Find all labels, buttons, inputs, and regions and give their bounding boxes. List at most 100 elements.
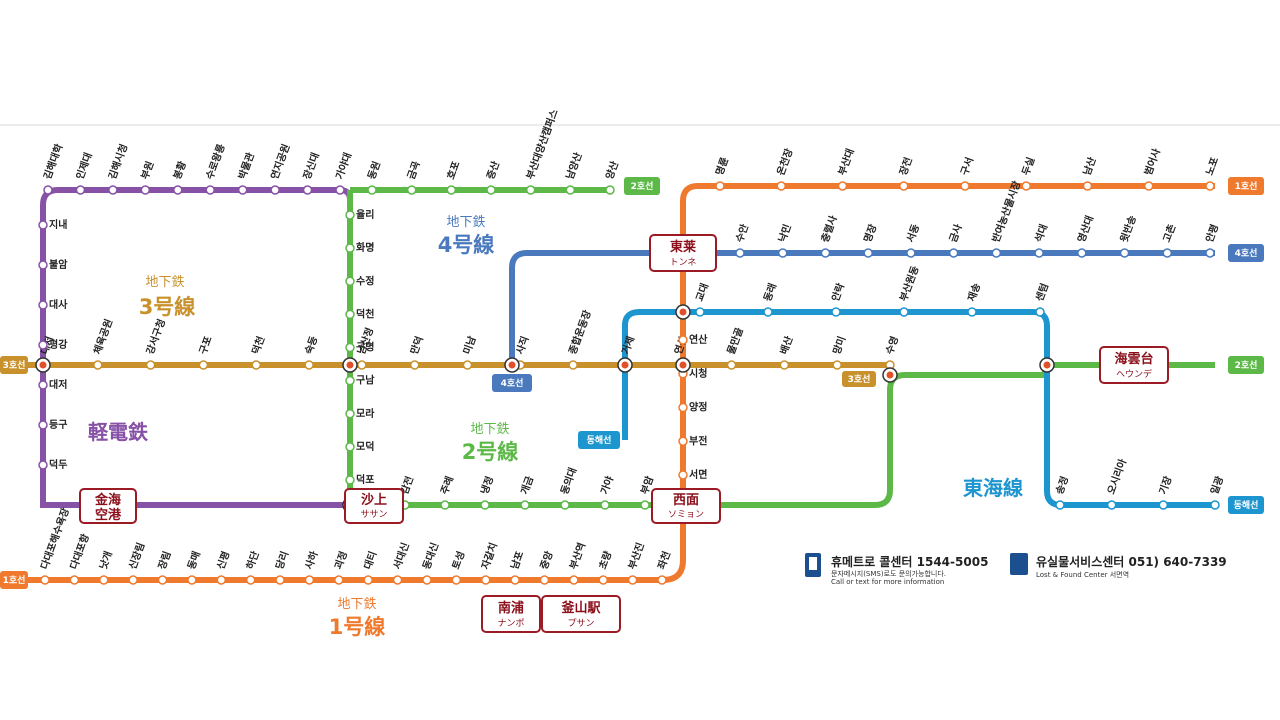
station-dot[interactable] xyxy=(820,248,831,258)
station-dot[interactable] xyxy=(345,475,355,485)
station-dot[interactable] xyxy=(108,185,118,195)
station-dot[interactable] xyxy=(1077,248,1087,258)
station-dot[interactable] xyxy=(678,470,688,480)
station-dot[interactable] xyxy=(93,360,103,370)
station-dot[interactable] xyxy=(899,181,909,191)
station-dot[interactable] xyxy=(451,575,462,585)
station-dot[interactable] xyxy=(345,309,355,320)
station-dot[interactable] xyxy=(38,260,48,270)
station-dot[interactable] xyxy=(560,500,570,510)
station-dot[interactable] xyxy=(735,248,745,258)
station-dot[interactable] xyxy=(38,340,48,350)
station-dot[interactable] xyxy=(1158,500,1169,510)
station-dot[interactable] xyxy=(1082,181,1093,191)
station-dot[interactable] xyxy=(960,181,970,191)
station-dot[interactable] xyxy=(335,185,345,195)
station-dot[interactable] xyxy=(657,575,667,585)
station-dot[interactable] xyxy=(837,181,848,191)
station-dot[interactable] xyxy=(1119,248,1130,258)
station-dot[interactable] xyxy=(1021,181,1031,191)
station-dot[interactable] xyxy=(345,342,355,353)
station-dot[interactable] xyxy=(510,575,520,585)
station-dot[interactable] xyxy=(525,185,536,195)
station-dot[interactable] xyxy=(1035,307,1045,317)
station-dot[interactable] xyxy=(345,210,355,220)
station-dot[interactable] xyxy=(334,575,344,585)
station-dot[interactable] xyxy=(38,220,48,230)
station-dot[interactable] xyxy=(539,575,550,585)
station-dot[interactable] xyxy=(173,185,183,195)
station-dot[interactable] xyxy=(40,575,50,585)
station-dot[interactable] xyxy=(831,307,841,317)
station-dot[interactable] xyxy=(1106,500,1117,510)
station-dot[interactable] xyxy=(38,460,48,470)
station-dot[interactable] xyxy=(345,375,355,386)
station-dot[interactable] xyxy=(569,575,579,585)
station-dot[interactable] xyxy=(678,402,688,413)
station-dot[interactable] xyxy=(345,442,355,452)
station-dot[interactable] xyxy=(409,360,420,370)
station-dot[interactable] xyxy=(38,380,48,390)
station-dot[interactable] xyxy=(38,420,48,430)
station-dot[interactable] xyxy=(906,248,916,258)
station-dot[interactable] xyxy=(345,409,355,419)
station-dot[interactable] xyxy=(777,248,788,258)
station-dot[interactable] xyxy=(1144,181,1154,191)
station-dot[interactable] xyxy=(991,248,1002,258)
station-dot[interactable] xyxy=(568,360,578,370)
station-dot[interactable] xyxy=(275,575,285,585)
station-dot[interactable] xyxy=(440,500,450,510)
station-dot[interactable] xyxy=(1034,248,1044,258)
station-dot[interactable] xyxy=(480,500,490,510)
station-dot[interactable] xyxy=(1162,248,1173,258)
station-dot[interactable] xyxy=(145,360,156,370)
station-dot[interactable] xyxy=(198,360,209,370)
station-dot[interactable] xyxy=(779,360,790,370)
station-dot[interactable] xyxy=(627,575,638,585)
station-dot[interactable] xyxy=(1205,181,1215,191)
station-dot[interactable] xyxy=(357,360,367,370)
station-dot[interactable] xyxy=(605,185,615,195)
station-dot[interactable] xyxy=(832,360,842,370)
station-dot[interactable] xyxy=(245,575,256,585)
station-dot[interactable] xyxy=(598,575,608,585)
station-dot[interactable] xyxy=(367,185,377,195)
station-dot[interactable] xyxy=(251,360,261,370)
station-dot[interactable] xyxy=(43,185,53,195)
station-dot[interactable] xyxy=(1055,500,1065,510)
station-dot[interactable] xyxy=(187,575,197,585)
station-dot[interactable] xyxy=(462,360,473,370)
station-dot[interactable] xyxy=(99,575,109,585)
station-dot[interactable] xyxy=(967,307,977,317)
station-dot[interactable] xyxy=(75,185,86,195)
station-dot[interactable] xyxy=(715,181,725,191)
station-dot[interactable] xyxy=(776,181,786,191)
station-dot[interactable] xyxy=(899,307,909,317)
station-dot[interactable] xyxy=(128,575,138,585)
station-dot[interactable] xyxy=(38,300,48,310)
station-dot[interactable] xyxy=(270,185,280,195)
station-dot[interactable] xyxy=(422,575,432,585)
station-dot[interactable] xyxy=(363,575,373,585)
station-dot[interactable] xyxy=(565,185,576,195)
station-dot[interactable] xyxy=(678,335,688,345)
station-dot[interactable] xyxy=(486,185,496,195)
station-dot[interactable] xyxy=(302,185,313,195)
station-dot[interactable] xyxy=(1205,248,1215,258)
station-dot[interactable] xyxy=(520,500,530,510)
station-dot[interactable] xyxy=(205,185,215,195)
station-dot[interactable] xyxy=(392,575,403,585)
station-dot[interactable] xyxy=(695,307,705,317)
station-dot[interactable] xyxy=(863,248,873,258)
station-dot[interactable] xyxy=(726,360,737,370)
station-dot[interactable] xyxy=(1210,500,1220,510)
station-dot[interactable] xyxy=(446,185,457,195)
station-dot[interactable] xyxy=(600,500,610,510)
station-dot[interactable] xyxy=(678,436,688,446)
station-dot[interactable] xyxy=(304,575,315,585)
station-dot[interactable] xyxy=(640,500,650,510)
station-dot[interactable] xyxy=(345,276,355,286)
station-dot[interactable] xyxy=(216,575,227,585)
station-dot[interactable] xyxy=(69,575,80,585)
station-dot[interactable] xyxy=(948,248,959,258)
